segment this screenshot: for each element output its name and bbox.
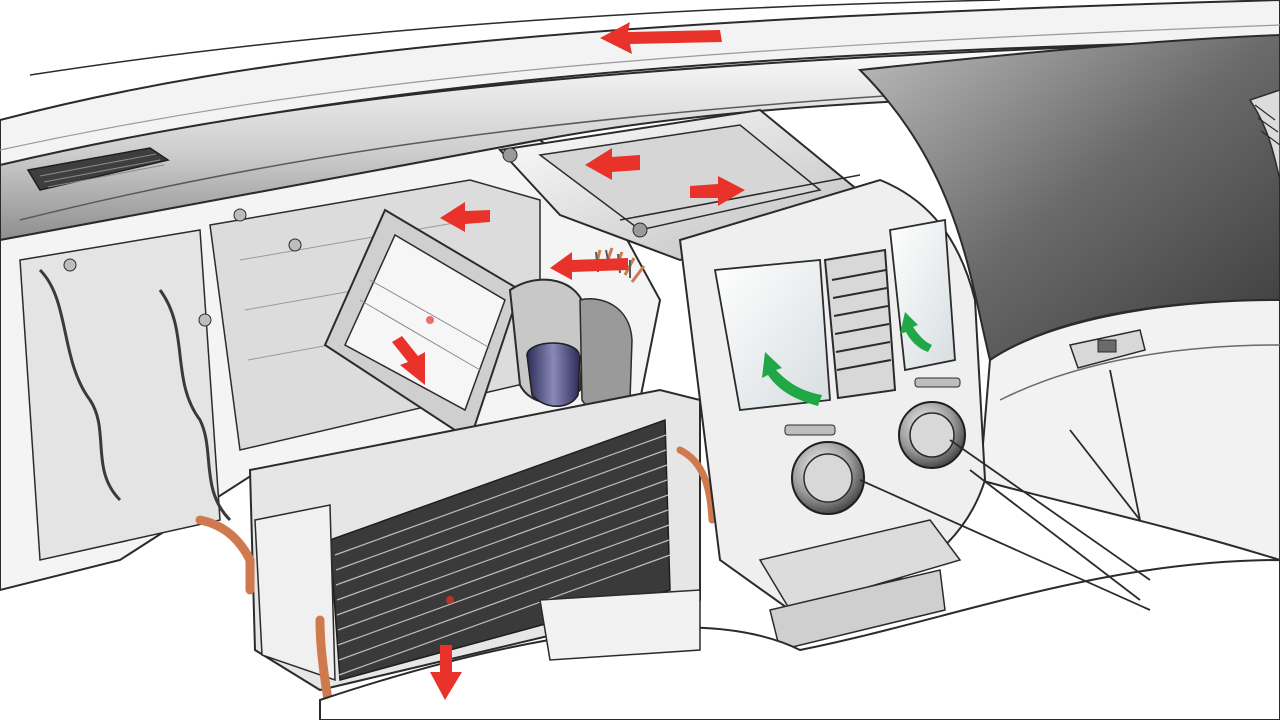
glovebox	[978, 298, 1280, 562]
left-display-panel	[713, 259, 831, 411]
center-air-vent	[823, 248, 897, 400]
evaporator-core	[323, 208, 522, 442]
heater-core	[195, 388, 716, 705]
airflow-arrow-green-icon	[900, 312, 932, 352]
airflow-arrow-red-icon	[550, 252, 628, 280]
hot-airflow-arrows	[392, 22, 745, 700]
airflow-arrow-green-icon	[762, 352, 822, 406]
bolt-icon	[233, 208, 247, 222]
glovebox-latch-icon	[1097, 339, 1117, 353]
center-console	[678, 178, 987, 651]
airflow-arrow-red-icon	[690, 176, 745, 206]
callout-leader-lines	[859, 369, 1151, 611]
leader-line	[859, 479, 1151, 611]
bolt-icon	[632, 222, 648, 238]
airflow-arrow-red-icon	[430, 645, 462, 700]
airflow-arrow-red-icon	[600, 22, 722, 54]
bolt-icon	[288, 238, 302, 252]
bolt-icon	[198, 313, 212, 327]
bolt-icon	[63, 258, 77, 272]
cool-airflow-arrows	[762, 312, 932, 406]
leader-line	[969, 469, 1141, 601]
bolt-icon	[502, 147, 518, 163]
leader-line	[949, 439, 1151, 581]
airflow-arrow-red-icon	[392, 336, 425, 385]
airflow-arrow-red-icon	[585, 148, 640, 180]
defrost-vent	[26, 147, 170, 191]
leader-line	[1069, 429, 1141, 521]
leader-line	[1109, 369, 1141, 521]
airflow-arrow-red-icon	[440, 202, 490, 232]
right-display-panel	[889, 218, 956, 372]
lower-dashboard	[319, 558, 1280, 720]
